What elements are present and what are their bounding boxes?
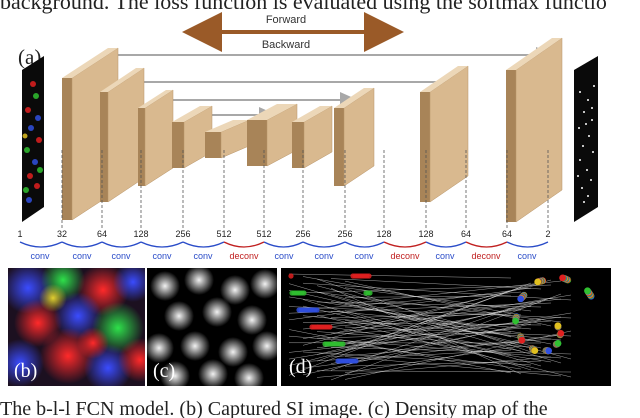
layer-block [420,66,468,202]
channel-label: 128 [418,229,433,239]
channel-label: 256 [295,229,310,239]
channel-label: 512 [216,229,231,239]
layer-block [506,38,562,222]
channel-label: 64 [461,229,471,239]
op-label: conv [30,251,50,261]
op-arc [303,242,345,247]
op-label: deconv [390,251,420,261]
op-arc [466,242,507,247]
skip-arrow-64 [112,55,552,65]
op-arc [264,242,303,247]
op-label: conv [111,251,131,261]
op-arc [183,242,224,247]
op-label: deconv [471,251,501,261]
op-label: conv [72,251,92,261]
channel-label: 2 [545,229,550,239]
fcn-architecture-diagram: (a) Forward Backward [0,0,640,270]
channel-label: 256 [175,229,190,239]
op-label: conv [354,251,374,261]
panel-d-tracking: (d) [281,268,611,386]
channel-label: 64 [97,229,107,239]
panel-c-label: (c) [153,360,175,383]
panel-b-label: (b) [14,360,37,383]
forward-label: Forward [266,14,306,26]
output-image [574,56,598,222]
channel-label: 128 [376,229,391,239]
panel-b-captured-image: (b) [8,268,145,386]
op-label: conv [193,251,213,261]
layer-block [292,106,332,168]
layer-blocks [62,38,562,222]
op-label: conv [314,251,334,261]
op-arc [141,242,183,247]
op-label: conv [435,251,455,261]
channel-label: 64 [502,229,512,239]
backward-label: Backward [262,39,310,51]
op-arc [507,242,548,247]
op-label: deconv [229,251,259,261]
channel-labels: 1 32 64 128 256 512 512 256 256 128 128 … [17,229,550,239]
layer-block [247,104,297,166]
panel-c-density-map: (c) [147,268,277,386]
layer-block [334,88,374,186]
operation-labels: conv conv conv conv conv deconv conv con… [30,251,537,261]
architecture-svg: (a) Forward Backward [0,0,640,270]
op-arc [224,242,264,247]
channel-label: 128 [133,229,148,239]
channel-label: 512 [256,229,271,239]
op-label: conv [517,251,537,261]
op-arc [102,242,141,247]
op-label: conv [274,251,294,261]
skip-arrow-128 [134,82,466,95]
panel-d-graphic [281,268,611,386]
layer-block [100,68,144,202]
input-image [22,56,44,222]
op-arc [345,242,384,247]
channel-label: 256 [337,229,352,239]
panel-d-label: (d) [289,356,312,379]
op-arc [20,242,62,247]
op-arc [384,242,426,247]
op-arc [62,242,102,247]
op-arc [426,242,466,247]
op-label: conv [152,251,172,261]
channel-label: 32 [57,229,67,239]
operation-arcs [20,242,548,247]
caption-bottom-text: The b-l-l FCN model. (b) Captured SI ima… [0,398,640,418]
channel-label: 1 [17,229,22,239]
